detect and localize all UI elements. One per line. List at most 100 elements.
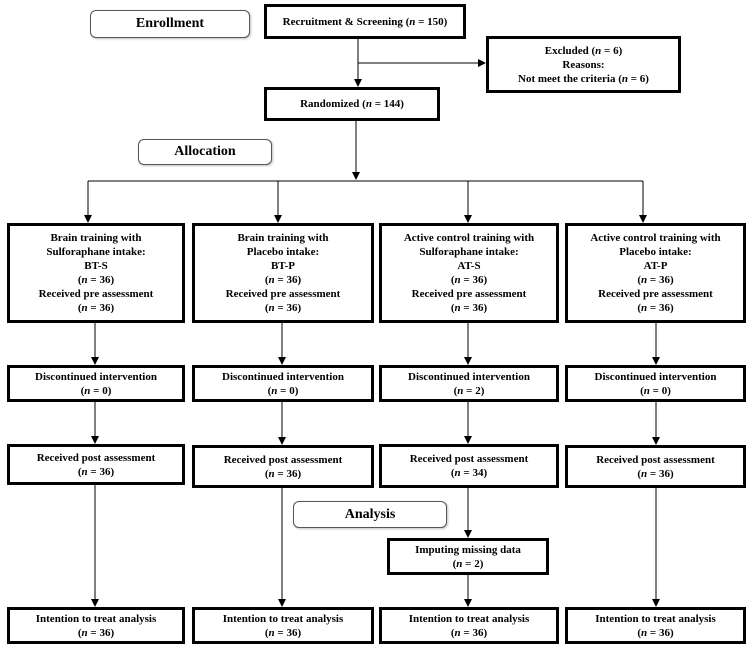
group-line2: Placebo intake: xyxy=(246,246,320,258)
itt-box-at-p: Intention to treat analysis (n = 36) xyxy=(565,607,746,644)
group-line1: Active control training with xyxy=(590,232,721,244)
n-symbol: n xyxy=(81,274,88,286)
n-symbol: n xyxy=(271,384,278,397)
group-code: BT-P xyxy=(270,260,296,272)
group-count: 36 xyxy=(286,274,298,286)
group-line2: Placebo intake: xyxy=(619,246,692,258)
group-box-bt-p: Brain training with Placebo intake: BT-P… xyxy=(192,223,374,323)
group-pre-count: 36 xyxy=(286,302,298,314)
itt-label: Intention to treat analysis xyxy=(35,612,157,625)
group-count: 36 xyxy=(658,274,670,286)
discontinued-box-at-p: Discontinued intervention (n = 0) xyxy=(565,365,746,402)
discontinued-label: Discontinued intervention xyxy=(408,370,530,383)
post-box-bt-p: Received post assessment (n = 36) xyxy=(192,445,374,488)
group-pre-label: Received pre assessment xyxy=(411,288,527,300)
recruitment-line: Recruitment & Screening (n = 150) xyxy=(282,15,448,28)
randomized-box: Randomized (n = 144) xyxy=(264,87,440,121)
group-line1: Active control training with xyxy=(403,232,535,244)
group-pre-n-line: (n = 36) xyxy=(264,302,302,314)
excluded-label: Excluded xyxy=(544,44,589,57)
post-label: Received post assessment xyxy=(596,453,715,466)
excluded-reason-count: 6 xyxy=(639,72,646,85)
stage-analysis-label: Analysis xyxy=(344,506,396,522)
itt-n-line: (n = 36) xyxy=(450,626,488,639)
discontinued-n-line: (n = 0) xyxy=(640,384,671,397)
imputing-label: Imputing missing data xyxy=(415,543,521,556)
post-count: 36 xyxy=(658,467,670,480)
n-symbol: n xyxy=(454,302,461,314)
n-symbol: n xyxy=(268,467,275,480)
n-symbol: n xyxy=(641,274,648,286)
itt-box-at-s: Intention to treat analysis (n = 36) xyxy=(379,607,559,644)
n-symbol: n xyxy=(595,44,602,57)
n-symbol: n xyxy=(641,467,648,480)
n-symbol: n xyxy=(454,467,461,479)
stage-enrollment-label: Enrollment xyxy=(135,16,205,31)
discontinued-box-bt-p: Discontinued intervention (n = 0) xyxy=(192,365,374,402)
recruitment-label: Recruitment & Screening xyxy=(282,15,403,28)
discontinued-label: Discontinued intervention xyxy=(35,370,157,383)
post-box-bt-s: Received post assessment (n = 36) xyxy=(7,444,185,485)
n-symbol: n xyxy=(409,15,416,28)
group-pre-n-line: (n = 36) xyxy=(77,302,115,314)
discontinued-n-line: (n = 2) xyxy=(453,384,485,397)
n-symbol: n xyxy=(268,302,275,314)
post-box-at-s: Received post assessment (n = 34) xyxy=(379,444,559,488)
n-symbol: n xyxy=(81,626,88,639)
group-pre-count: 36 xyxy=(658,302,670,314)
excluded-reasons-label: Reasons: xyxy=(562,58,605,71)
n-symbol: n xyxy=(268,274,275,286)
group-code: AT-P xyxy=(643,260,668,272)
post-n-line: (n = 36) xyxy=(264,467,302,480)
itt-label: Intention to treat analysis xyxy=(408,612,530,625)
post-n-line: (n = 36) xyxy=(637,467,674,480)
discontinued-count: 0 xyxy=(102,384,108,397)
stage-enrollment: Enrollment xyxy=(90,10,250,38)
n-symbol: n xyxy=(454,274,461,286)
recruitment-box: Recruitment & Screening (n = 150) xyxy=(264,4,466,39)
n-symbol: n xyxy=(365,98,372,110)
itt-n-line: (n = 36) xyxy=(637,626,674,639)
discontinued-count: 2 xyxy=(475,384,481,397)
discontinued-label: Discontinued intervention xyxy=(594,370,717,383)
group-n-line: (n = 36) xyxy=(77,274,115,286)
stage-allocation-label: Allocation xyxy=(174,144,236,159)
itt-count: 36 xyxy=(99,626,111,639)
group-n-line: (n = 36) xyxy=(637,274,674,286)
itt-box-bt-s: Intention to treat analysis (n = 36) xyxy=(7,607,185,644)
n-symbol: n xyxy=(84,384,91,397)
group-code: AT-S xyxy=(457,260,481,272)
discontinued-count: 0 xyxy=(661,384,668,397)
randomized-line: Randomized (n = 144) xyxy=(300,98,404,110)
group-line1: Brain training with xyxy=(50,232,142,244)
n-symbol: n xyxy=(641,302,648,314)
group-pre-n-line: (n = 36) xyxy=(637,302,674,314)
n-symbol: n xyxy=(641,626,648,639)
randomized-count: 144 xyxy=(383,98,401,110)
group-pre-count: 36 xyxy=(472,302,484,314)
group-box-at-p: Active control training with Placebo int… xyxy=(565,223,746,323)
group-pre-label: Received pre assessment xyxy=(225,288,341,300)
excluded-reason: Not meet the criteria xyxy=(518,72,616,85)
recruitment-count: 150 xyxy=(427,15,444,28)
excluded-box: Excluded (n = 6) Reasons: Not meet the c… xyxy=(486,36,681,93)
n-symbol: n xyxy=(457,384,464,397)
post-count: 36 xyxy=(99,465,111,478)
group-code: BT-S xyxy=(84,260,108,272)
post-label: Received post assessment xyxy=(36,451,156,464)
group-box-bt-s: Brain training with Sulforaphane intake:… xyxy=(7,223,185,323)
n-symbol: n xyxy=(454,626,461,639)
group-line1: Brain training with xyxy=(237,232,329,244)
post-n-line: (n = 34) xyxy=(450,467,488,479)
group-box-at-s: Active control training with Sulforaphan… xyxy=(379,223,559,323)
itt-count: 36 xyxy=(286,626,298,639)
group-pre-n-line: (n = 36) xyxy=(450,302,488,314)
itt-count: 36 xyxy=(658,626,670,639)
n-symbol: n xyxy=(268,626,275,639)
randomized-label: Randomized xyxy=(300,98,360,110)
n-symbol: n xyxy=(81,302,88,314)
discontinued-box-bt-s: Discontinued intervention (n = 0) xyxy=(7,365,185,402)
group-n-line: (n = 36) xyxy=(264,274,302,286)
discontinued-n-line: (n = 0) xyxy=(80,384,112,397)
